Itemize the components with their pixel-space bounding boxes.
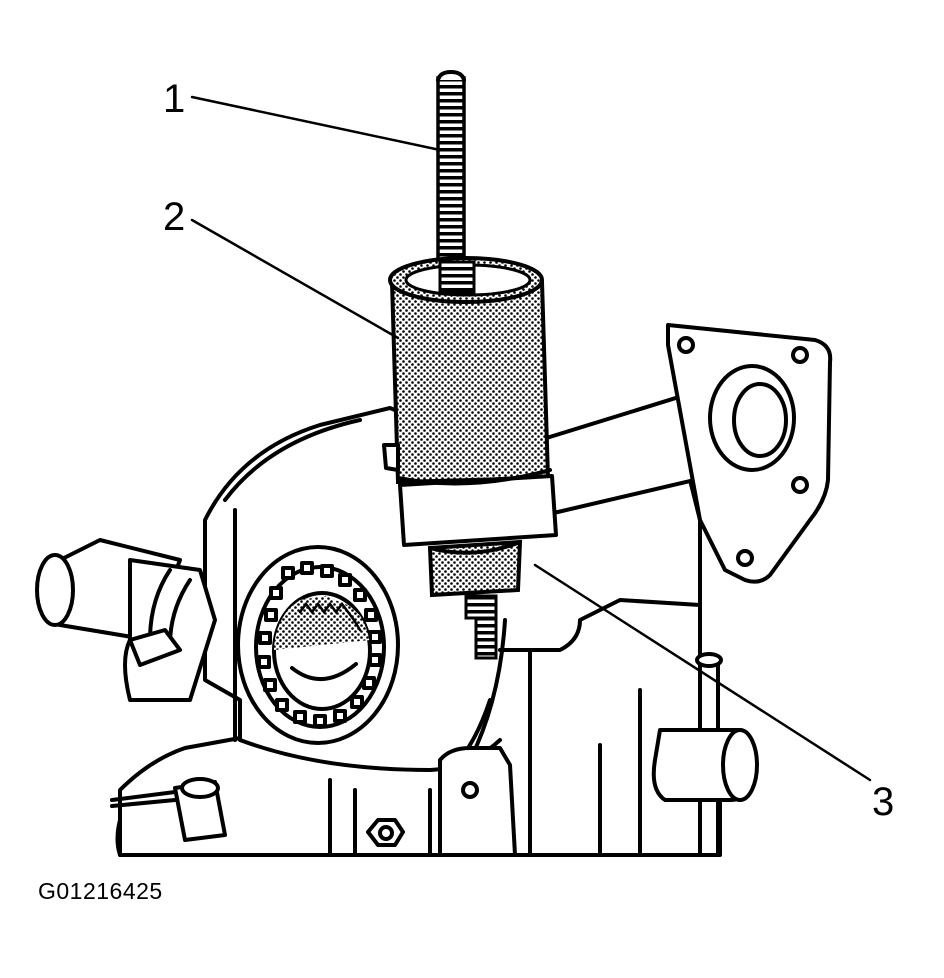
bearing-bore [236,545,400,745]
callout-1: 1 [163,77,185,121]
clamp-pin [110,777,227,857]
transaxle-housing [118,406,722,857]
shift-rod [651,652,759,857]
callout-2: 2 [163,195,185,239]
figure-id-label: G01216425 [38,878,163,904]
leader-lines [190,95,872,782]
leader-line-1 [190,95,442,152]
installer-body [382,256,558,547]
left-axle-stub [35,538,217,702]
leader-line-3 [533,563,872,782]
bearing-rollers [257,561,382,728]
installer-adapter [427,539,523,660]
leader-line-2 [190,218,400,340]
callout-3: 3 [872,780,894,824]
